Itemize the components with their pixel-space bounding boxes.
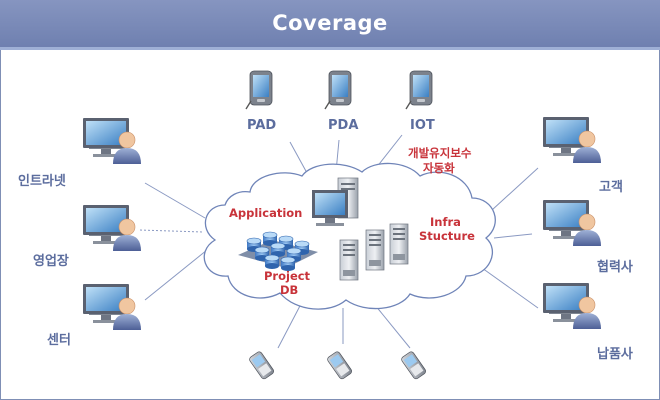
link-phone-3: [374, 304, 411, 349]
center-workstation-icon: [82, 283, 142, 331]
label-project-db-line2: DB: [280, 283, 299, 297]
label-application: Application: [229, 206, 303, 220]
intranet-workstation-icon: [82, 117, 142, 165]
label-center: 센터: [47, 333, 71, 348]
label-infra-line1: Infra: [430, 215, 461, 229]
pad-tablet-icon: [245, 70, 273, 110]
link-supplier: [481, 267, 539, 309]
link-iot: [375, 134, 403, 169]
supplier-workstation-icon: [542, 282, 602, 330]
link-pad: [289, 141, 308, 174]
connection-lines: [139, 134, 539, 349]
label-sales-office: 영업장: [33, 254, 69, 269]
server-icon-3: [389, 223, 409, 265]
partner-workstation-icon: [542, 199, 602, 247]
label-iot: IOT: [410, 118, 435, 133]
label-project-db-line1: Project: [264, 269, 311, 283]
sales-workstation-icon: [82, 204, 142, 252]
label-partner: 협력사: [597, 260, 633, 275]
title-bar: Coverage: [0, 0, 660, 50]
link-sales: [139, 229, 204, 233]
phone-icon-2: [325, 350, 354, 381]
pda-tablet-icon: [324, 70, 352, 110]
link-phone-1: [277, 301, 303, 349]
label-supplier: 납품사: [597, 347, 633, 362]
page-title: Coverage: [272, 11, 388, 35]
application-monitor-icon: [312, 177, 359, 226]
cloud-shape: [203, 162, 496, 310]
phone-icon-1: [247, 350, 276, 381]
network-diagram: [82, 70, 602, 381]
link-partner: [493, 233, 533, 239]
label-infra-line2: Stucture: [419, 229, 475, 243]
server-icon-2: [365, 229, 385, 271]
title-underline: [0, 47, 660, 50]
iot-tablet-icon: [405, 70, 433, 110]
label-intranet: 인트라넷: [18, 174, 66, 189]
label-customer: 고객: [599, 180, 623, 195]
server-icon-1: [339, 239, 359, 281]
link-intranet: [144, 182, 206, 219]
link-customer: [491, 167, 539, 211]
phone-icon-3: [399, 350, 428, 381]
label-maintenance-line2: 자동화: [423, 161, 455, 175]
label-maintenance-line1: 개발유지보수: [408, 146, 472, 160]
label-pad: PAD: [247, 118, 277, 133]
project-db-icon: [238, 231, 318, 272]
label-pda: PDA: [328, 118, 359, 133]
link-center: [144, 249, 208, 301]
customer-workstation-icon: [542, 116, 602, 164]
